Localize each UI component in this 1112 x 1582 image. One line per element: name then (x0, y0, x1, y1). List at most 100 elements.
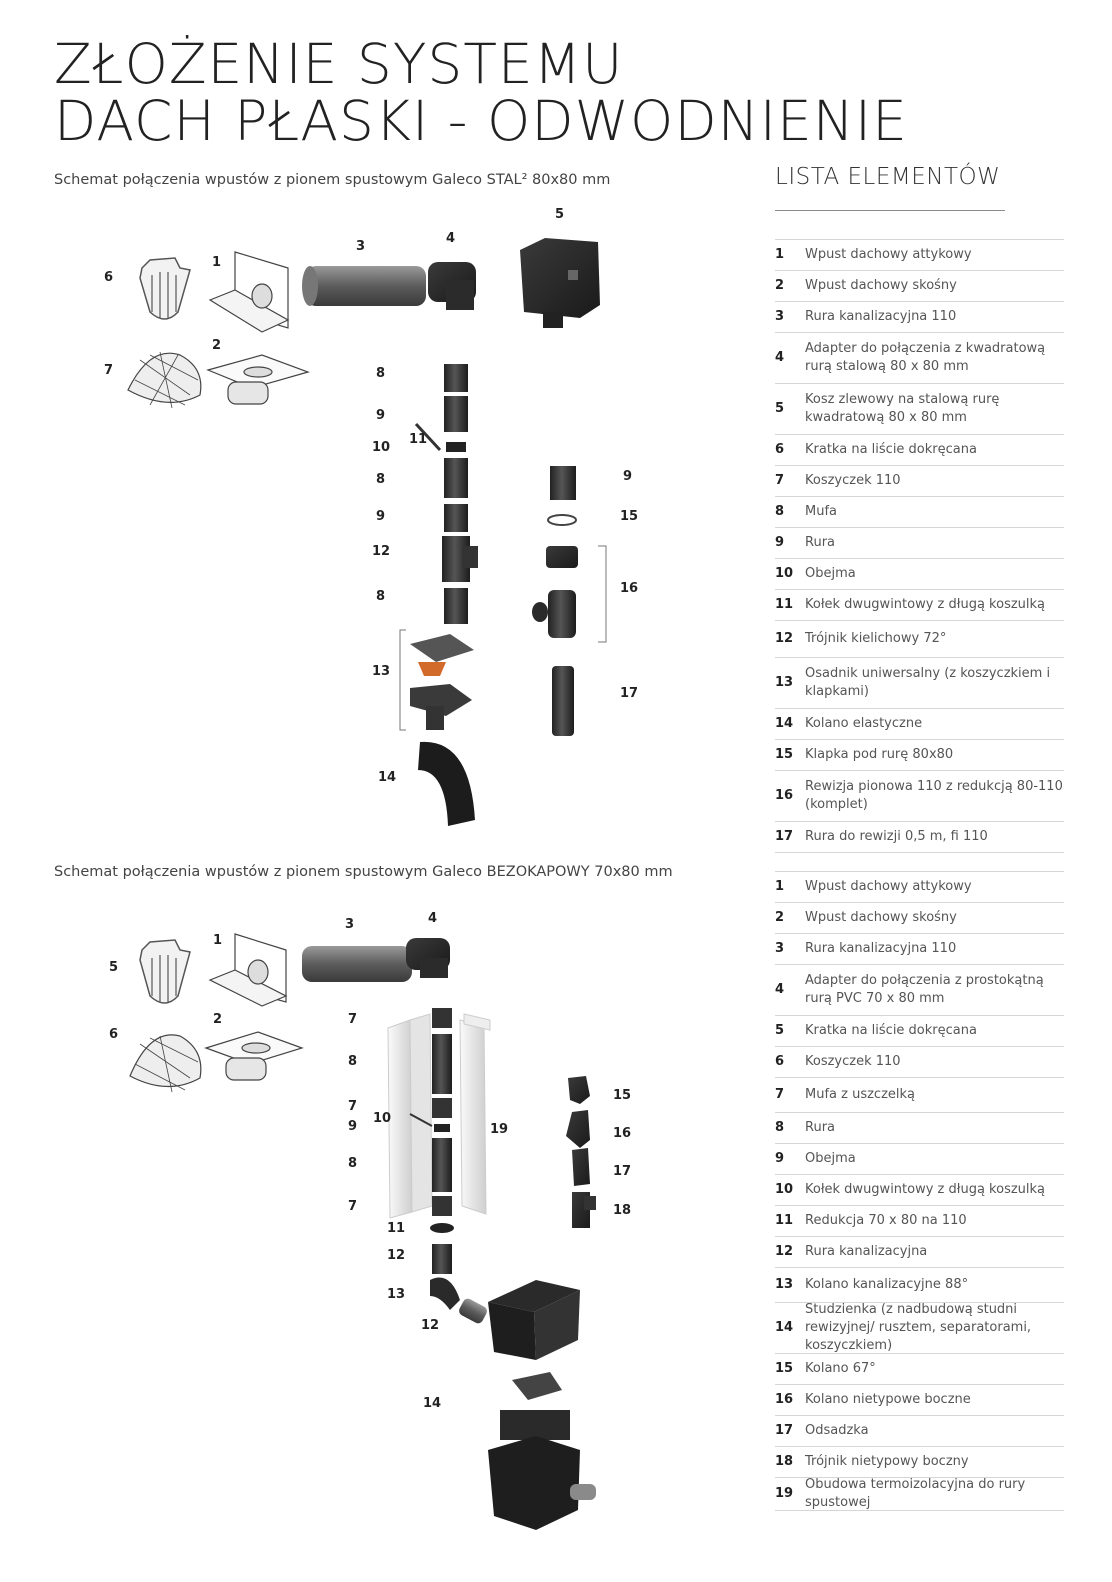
item-number: 7 (775, 1087, 785, 1102)
item-number: 14 (775, 1320, 794, 1335)
attic-outlet-drawing (208, 251, 290, 333)
sewer-pipe-drawing (306, 266, 426, 306)
item-number: 6 (775, 442, 785, 457)
item-text: Rura (805, 1120, 835, 1135)
item-text: Rura kanalizacyjna (805, 1244, 928, 1259)
item-number: 9 (775, 1151, 785, 1166)
item-number: 10 (775, 1182, 794, 1197)
callout-label: 9 (376, 408, 386, 423)
inspection-well-drawing (488, 1280, 596, 1530)
item-number: 9 (775, 535, 785, 550)
callout-label: 3 (345, 917, 355, 932)
callout-label: 12 (421, 1318, 440, 1333)
item-number: 2 (775, 910, 785, 925)
item-text: Kołek dwugwintowy z długą koszulką (805, 597, 1046, 612)
callout-label: 16 (613, 1126, 632, 1141)
item-number: 8 (775, 504, 785, 519)
callout-label: 8 (376, 589, 386, 604)
item-text: Wpust dachowy attykowy (805, 879, 972, 894)
item-text: Rura (805, 535, 835, 550)
item-text: Rura kanalizacyjna 110 (805, 309, 957, 324)
callout-label: 13 (372, 664, 391, 679)
item-text: Kratka na liście dokręcana (805, 1023, 977, 1038)
callout-label: 11 (409, 432, 428, 447)
item-number: 3 (775, 309, 785, 324)
item-text: Mufa z uszczelką (805, 1087, 915, 1102)
slanted-outlet-drawing (206, 354, 310, 405)
schema-1-caption: Schemat połączenia wpustów z pionem spus… (54, 172, 611, 188)
item-text: Mufa (805, 504, 837, 519)
callout-label: 8 (348, 1156, 358, 1171)
item-text: Rura kanalizacyjna 110 (805, 941, 957, 956)
item-text: Osadnik uniwersalny (z koszyczkiem i kla… (805, 666, 1051, 699)
list-item: 3 Rura kanalizacyjna 110 (775, 301, 1064, 332)
item-number: 7 (775, 473, 785, 488)
item-number: 4 (775, 982, 785, 997)
item-text: Obejma (805, 566, 856, 581)
callout-label: 2 (213, 1012, 223, 1027)
item-text: Rewizja pionowa 110 z redukcją 80-110 (k… (805, 779, 1063, 812)
item-number: 10 (775, 566, 794, 581)
sink-basket-drawing (520, 238, 600, 328)
list-item: 12 Rura kanalizacyjna (775, 1236, 1064, 1267)
item-text: Rura do rewizji 0,5 m, fi 110 (805, 829, 988, 844)
separator-drawing (410, 634, 474, 730)
callout-label: 2 (212, 338, 222, 353)
item-text: Obejma (805, 1151, 856, 1166)
callout-label: 7 (348, 1199, 358, 1214)
callout-label: 11 (387, 1221, 406, 1236)
attic-outlet-drawing-2 (208, 933, 288, 1007)
item-number: 2 (775, 278, 785, 293)
callout-label: 5 (555, 207, 565, 222)
callout-label: 17 (620, 686, 639, 701)
list-item: 18 Trójnik nietypowy boczny (775, 1446, 1064, 1477)
adapter-drawing (428, 262, 476, 310)
list-item: 9 Obejma (775, 1143, 1064, 1174)
callout-label: 19 (490, 1122, 509, 1137)
callout-label: 7 (348, 1099, 358, 1114)
page-title: ZŁOŻENIE SYSTEMU DACH PŁASKI - ODWODNIEN… (54, 36, 908, 150)
callout-label: 9 (376, 509, 386, 524)
item-number: 13 (775, 1277, 794, 1292)
heading-divider (775, 210, 1005, 211)
slanted-outlet-drawing-2 (204, 1031, 304, 1081)
item-text: Kosz zlewowy na stalową rurę kwadratową … (805, 392, 1000, 425)
item-number: 16 (775, 788, 794, 803)
item-number: 18 (775, 1454, 794, 1469)
item-text: Redukcja 70 x 80 na 110 (805, 1213, 967, 1228)
item-number: 11 (775, 597, 794, 612)
list-item: 13 Kolano kanalizacyjne 88° (775, 1267, 1064, 1302)
callout-label: 5 (109, 960, 119, 975)
basket-drawing (127, 351, 202, 409)
bracket-16 (598, 545, 607, 643)
item-number: 4 (775, 350, 785, 365)
item-number: 3 (775, 941, 785, 956)
list-item: 16 Rewizja pionowa 110 z redukcją 80-110 … (775, 770, 1064, 821)
item-number: 12 (775, 1244, 794, 1259)
item-text: Obudowa termoizolacyjna do rury spustowe… (805, 1477, 1026, 1510)
item-text: Trójnik nietypowy boczny (805, 1454, 969, 1469)
side-fittings-drawing (566, 1076, 596, 1228)
adapter-drawing-2 (406, 938, 450, 978)
item-text: Kolano kanalizacyjne 88° (805, 1277, 969, 1292)
item-text: Kratka na liście dokręcana (805, 442, 977, 457)
callout-label: 14 (378, 770, 397, 785)
callout-label: 4 (428, 911, 438, 926)
callout-label: 9 (348, 1119, 358, 1134)
callout-label: 8 (376, 472, 386, 487)
item-text: Odsadzka (805, 1423, 869, 1438)
